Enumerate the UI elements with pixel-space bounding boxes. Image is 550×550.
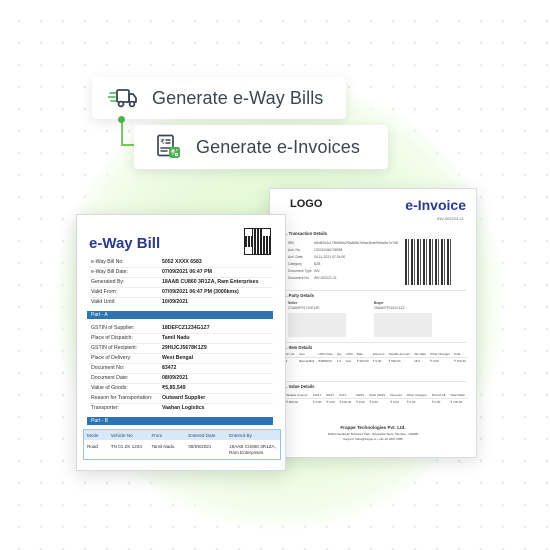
eway-bill-title: e-Way Bill: [89, 235, 161, 252]
eway-row: e-Way Bill Date:07/09/2021 06:47 PM: [91, 269, 212, 275]
eway-row: Generated By:18AAB CU860 3R1ZA, Ram Ente…: [91, 279, 259, 285]
logo-placeholder: LOGO: [290, 198, 323, 210]
divider: [89, 393, 273, 394]
part-a-header: Part - A: [87, 311, 273, 319]
eway-row: Document No:83472: [91, 365, 177, 371]
connector-line: [121, 119, 123, 145]
divider: [89, 287, 273, 288]
company-contact: Support: hello@frappe.io | +91 22 4897 0…: [343, 437, 403, 441]
company-name: Frappe Technologies Pvt. Ltd.: [340, 425, 406, 430]
eway-row: Place of Dispatch:Tamil Nadu: [91, 335, 190, 341]
vehicle-table-header: Mode Vehicle No From Entered Date Entere…: [84, 430, 280, 440]
item-details-heading: 3. Item Details: [284, 345, 313, 350]
company-address: D/204 Neelkanth Business Park, Vidyaviha…: [327, 432, 419, 436]
seller-block: Seller 27AAMFR1710E1ZE: [288, 301, 320, 310]
buyer-block: Buyer 29AAKFP1151C1ZZ: [374, 301, 405, 310]
divider: [89, 353, 273, 354]
divider: [89, 343, 273, 344]
eway-row: Value of Goods:₹5,85,549: [91, 385, 186, 391]
invoice-number: INV-002223-21: [437, 216, 464, 221]
party-details-heading: 2. Party Details: [284, 293, 315, 298]
divider: [89, 373, 273, 374]
eway-bill-document: e-Way Bill e-Way Bill No:5052 XXXX 6583 …: [76, 214, 286, 471]
einvoice-qr-code: [405, 239, 451, 285]
eway-row: e-Way Bill No:5052 XXXX 6583: [91, 259, 202, 265]
einvoice-title: e-Invoice: [405, 197, 466, 213]
divider: [89, 403, 273, 404]
eway-row: GSTIN of Supplier:18DEFCZ1234G1Z7: [91, 325, 210, 331]
vehicle-table: Mode Vehicle No From Entered Date Entere…: [83, 429, 281, 460]
eway-qr-code: [244, 228, 271, 255]
eway-row: GSTIN of Recipient:29HIJCJ5678K1Z9: [91, 345, 207, 351]
divider: [284, 381, 466, 382]
divider: [89, 383, 273, 384]
divider: [89, 333, 273, 334]
value-details-heading: 4. Value Details: [284, 384, 315, 389]
connector-dot-top: [118, 116, 125, 123]
eway-row: Valid From:07/09/2021 06:47 PM (3000kms): [91, 289, 239, 295]
eway-row: Reason for Transportation:Outward Suppli…: [91, 395, 206, 401]
divider: [89, 297, 273, 298]
divider: [284, 342, 466, 343]
part-b-header: Part - B: [87, 417, 273, 425]
divider: [89, 267, 273, 268]
divider: [89, 277, 273, 278]
generate-einvoices-label: Generate e-Invoices: [196, 136, 360, 157]
connector-line-branch: [121, 144, 137, 146]
eway-row: Valid Until:10/09/2021: [91, 299, 188, 305]
einvoice-document: LOGO e-Invoice INV-002223-21 1. Transact…: [269, 188, 477, 458]
divider: [89, 363, 273, 364]
vehicle-table-row: Road TN 01 ZK 1234 Tamil Nadu 08/09/2021…: [87, 444, 276, 455]
divider: [284, 290, 466, 291]
eway-row: Place of Delivery:West Bengal: [91, 355, 194, 361]
truck-icon: [108, 87, 138, 109]
eway-row: Document Date:08/09/2021: [91, 375, 188, 381]
generate-eway-bills-pill[interactable]: Generate e-Way Bills: [92, 77, 346, 119]
generate-einvoices-pill[interactable]: ₹ Generate e-Invoices: [134, 125, 388, 169]
generate-eway-bills-label: Generate e-Way Bills: [152, 87, 324, 108]
buyer-address-placeholder: [374, 313, 432, 337]
value-table-row: ₹ 600.00₹ 0.00 ₹ 0.00₹ 100.00 ₹ 0.00₹ 0.…: [286, 400, 463, 404]
seller-address-placeholder: [288, 313, 346, 337]
invoice-icon: ₹: [156, 134, 182, 160]
eway-row: Transporter:Vaahan Logistics: [91, 405, 205, 411]
svg-text:₹: ₹: [160, 138, 165, 146]
transaction-details-heading: 1. Transaction Details: [284, 231, 328, 236]
